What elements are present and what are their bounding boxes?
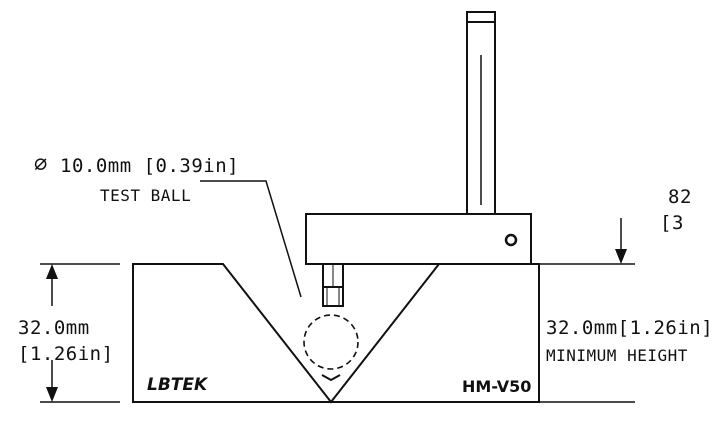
left-dim-mm: 32.0mm (18, 317, 90, 339)
ball-leader (200, 180, 302, 298)
ball-diameter-label: 10.0mm [0.39in] (60, 155, 240, 177)
technical-drawing (40, 11, 635, 404)
ball-diameter-symbol: ∅ (34, 152, 48, 177)
top-right-dim-inch: [3 (660, 212, 684, 234)
top-right-dim-mm: 82 (668, 186, 692, 208)
ball-caption: TEST BALL (100, 186, 192, 205)
model-label: HM-V50 (462, 377, 532, 396)
test-ball (303, 314, 359, 370)
right-dim-caption: MINIMUM HEIGHT (546, 346, 688, 365)
horizontal-arm (305, 213, 532, 265)
arm-hole (504, 233, 518, 247)
brand-logo: LBTEK (147, 375, 208, 395)
left-dim-inch: [1.26in] (18, 343, 114, 365)
right-dim-value: 32.0mm[1.26in] (546, 317, 713, 339)
